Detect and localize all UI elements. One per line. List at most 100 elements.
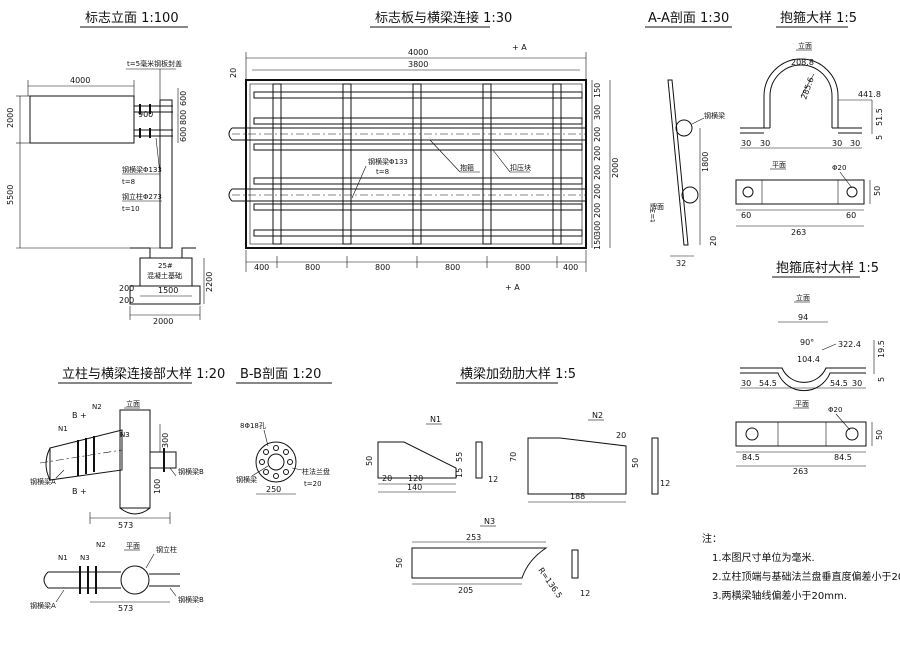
dim-800: 800	[179, 110, 188, 125]
dim-hoop-60b: 60	[846, 211, 856, 220]
pb-post-plan	[120, 565, 150, 595]
dim-r-2: 200	[593, 127, 602, 142]
label-pb-n1b: N1	[58, 554, 68, 562]
dim-hoop-2088: 208.8	[791, 58, 814, 67]
label-n1: N1	[58, 425, 68, 433]
title-sign-elevation: 标志立面 1:100	[85, 11, 179, 26]
label-beam-t8: t=8	[376, 168, 389, 176]
label-beam: 钢横梁Φ133	[122, 165, 162, 174]
dim-n3-12: 12	[580, 589, 590, 598]
dim-600-a: 600	[179, 91, 188, 106]
dim-liner-545a: 54.5	[759, 379, 777, 388]
label-beam-phi: 钢横梁Φ133	[368, 157, 408, 166]
dim-b-2: 800	[375, 263, 390, 272]
label-hoop-plan: 平面	[772, 161, 786, 169]
label-rib-n2: N2	[592, 411, 603, 420]
dim-n2-188: 188	[570, 492, 585, 501]
dim-hoop-30b: 30	[760, 139, 770, 148]
dim-b-1: 800	[305, 263, 320, 272]
dim-n1-55: 55	[455, 452, 464, 462]
label-post: 钢立柱Φ273	[122, 192, 162, 201]
rib-n3-shape	[411, 547, 548, 579]
dim-r-7: 300	[593, 221, 602, 236]
dim-pb-573b: 573	[118, 604, 133, 613]
beams	[228, 127, 586, 202]
label-pb-beam-b2: 钢横梁B	[178, 595, 204, 604]
dim-200-b: 200	[119, 296, 134, 305]
sign-elevation-view: 标志立面 1:100 4000 t=5毫米钢板封盖 2000 5500 900	[6, 11, 214, 326]
dim-n1-15: 15	[455, 468, 464, 478]
label-pb-n3b: N3	[80, 554, 90, 562]
hoop-detail-view: 抱箍大样 1:5 立面 208.8 285.6 441.8 51.5 5 30 …	[735, 10, 884, 237]
dim-n2-70: 70	[509, 452, 518, 462]
label-aa-plate: 牌面	[650, 202, 664, 211]
dim-2200: 2200	[205, 272, 214, 292]
pb-post	[119, 409, 151, 509]
section-a-bottom: + A	[505, 283, 520, 292]
b-mark-top: B +	[72, 411, 87, 420]
label-bb-t20: t=20	[304, 480, 322, 488]
label-hoop-hole: Φ20	[832, 164, 846, 172]
dim-n2-50: 50	[631, 458, 640, 468]
dim-hoop-4418: 441.8	[858, 90, 881, 99]
dim-n1-140: 140	[407, 483, 422, 492]
label-pb-beam-b: 钢横梁B	[178, 467, 204, 476]
dim-liner-30a: 30	[741, 379, 751, 388]
dim-n3-205: 205	[458, 586, 473, 595]
rib-n2-shape	[527, 437, 627, 495]
label-hoop: 抱箍	[460, 163, 474, 172]
dim-hoop-515: 51.5	[875, 108, 884, 126]
label-pb-post: 钢立柱	[156, 545, 177, 554]
dim-liner-94: 94	[798, 313, 808, 322]
title-post-beam: 立柱与横梁连接部大样 1:20	[62, 366, 225, 382]
dim-r-0: 150	[593, 83, 602, 98]
dim-liner-545b: 54.5	[830, 379, 848, 388]
dim-20: 20	[229, 68, 238, 78]
notes-head: 注：	[702, 532, 722, 545]
note-2: 2.立柱顶端与基础法兰盘垂直度偏差小于20mm	[712, 570, 900, 583]
rib-n3-thickness	[571, 549, 579, 579]
dim-hoop-5: 5	[875, 135, 884, 140]
label-rib-n1: N1	[430, 415, 441, 424]
notes: 注： 1.本图尺寸单位为毫米. 2.立柱顶端与基础法兰盘垂直度偏差小于20mm …	[702, 532, 900, 602]
label-post-t: t=10	[122, 205, 140, 213]
dim-r-5: 200	[593, 184, 602, 199]
dim-n2-20: 20	[616, 431, 626, 440]
dim-top-3800: 3800	[408, 60, 428, 69]
label-liner-plan: 平面	[795, 400, 809, 408]
title-rib: 横梁加劲肋大样 1:5	[460, 367, 576, 382]
section-aa-view: A-A剖面 1:30 钢横梁 1800 20 牌面 t=3 32	[645, 11, 732, 268]
post-beam-view: 立柱与横梁连接部大样 1:20 立面 B + B + N2 N1 N3 300 …	[30, 366, 225, 613]
label-liner-elev: 立面	[796, 293, 810, 302]
dim-hoop-50: 50	[873, 186, 882, 196]
dim-r-2000: 2000	[611, 158, 620, 178]
b-mark-bottom: B +	[72, 487, 87, 496]
dim-900: 900	[138, 110, 153, 119]
dim-b-4: 800	[515, 263, 530, 272]
title-hoop: 抱箍大样 1:5	[780, 10, 857, 26]
dim-n1-12: 12	[488, 475, 498, 484]
section-bb-view: B-B剖面 1:20 8Φ18孔 钢横梁 柱法兰盘 t=20 250	[236, 367, 332, 495]
label-n3: N3	[120, 431, 130, 439]
label-conc2: 混凝土基础	[147, 271, 182, 280]
dim-hoop-30a: 30	[741, 139, 751, 148]
label-aa-t3: t=3	[649, 209, 657, 222]
dim-hoop-30d: 30	[850, 139, 860, 148]
dim-b-0: 400	[254, 263, 269, 272]
dim-n1-20: 20	[382, 474, 392, 483]
dim-n3-253: 253	[466, 533, 481, 542]
label-aa-beam: 钢横梁	[704, 111, 725, 120]
dim-600-b: 600	[179, 127, 188, 142]
dim-hoop-60a: 60	[741, 211, 751, 220]
dim-liner-263: 263	[793, 467, 808, 476]
dim-4000: 4000	[70, 76, 90, 85]
dim-liner-845a: 84.5	[742, 453, 760, 462]
dim-liner-195: 19.5	[877, 340, 886, 358]
dim-liner-3224: 322.4	[838, 340, 861, 349]
dim-liner-5: 5	[877, 377, 886, 382]
vertical-stiffeners	[272, 83, 562, 245]
dim-r-4: 200	[593, 165, 602, 180]
label-bb-holes: 8Φ18孔	[240, 422, 266, 430]
